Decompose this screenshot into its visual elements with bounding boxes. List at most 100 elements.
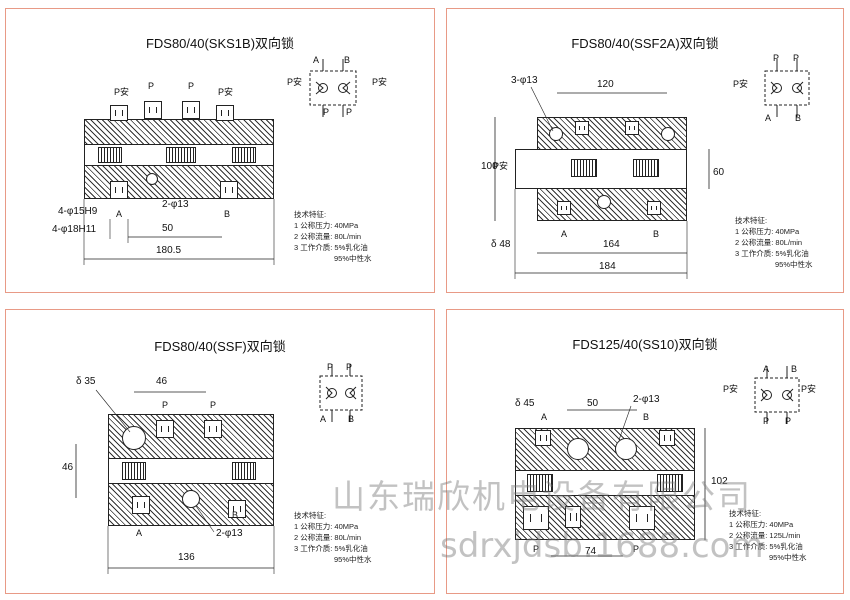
dimension-lines	[83, 199, 275, 265]
symbol-label-p-top-left: P	[773, 53, 780, 63]
panel-fds80-ssf: FDS80/40(SSF)双向锁 P P A B δ 35 46 P P 46 …	[5, 309, 435, 594]
spec-block: 技术特征: 1 公称压力: 40MPa 2 公称流量: 80L/min 3 工作…	[294, 209, 372, 264]
hydraulic-symbol	[309, 59, 357, 117]
label-b: B	[224, 209, 231, 219]
dim-pitch: 50	[587, 398, 599, 409]
symbol-label-p-an-left: P安	[723, 384, 739, 394]
spec-item: 1 公称压力: 40MPa	[729, 520, 794, 529]
symbol-label-a: A	[765, 113, 772, 123]
port-top-1	[575, 121, 589, 135]
dim-height: 102	[711, 476, 728, 487]
dim-mid-width: 164	[603, 239, 620, 250]
spec-item: 1 公称压力: 40MPa	[294, 221, 359, 230]
label-p-an-right: P安	[218, 87, 234, 97]
port-bottom-a	[557, 201, 571, 215]
dimension-lines	[551, 405, 706, 557]
panel-fds80-ssf2a: FDS80/40(SSF2A)双向锁 P P P安 A B 3-φ13 120 …	[446, 8, 844, 293]
symbol-label-p-an-right: P安	[801, 384, 817, 394]
port-top-1	[535, 430, 551, 446]
label-a: A	[116, 209, 123, 219]
label-b: B	[643, 412, 650, 422]
label-p-1: P	[148, 81, 155, 91]
spring-right	[232, 147, 256, 163]
spec-item: 2 公称流量: 80L/min	[735, 238, 803, 247]
dim-bore: 2-φ13	[216, 528, 243, 539]
port-bottom-a	[110, 181, 128, 199]
symbol-label-b: B	[344, 55, 351, 65]
label-b: B	[232, 510, 239, 520]
port-top-2	[204, 420, 222, 438]
label-p-2: P	[210, 400, 217, 410]
label-p-2: P	[188, 81, 195, 91]
symbol-label-b: B	[348, 414, 355, 424]
dim-bore: 2-φ13	[162, 199, 189, 210]
panel-fds80-sks1b: FDS80/40(SKS1B)双向锁 A B P安 P安 P P P安 P P …	[5, 8, 435, 293]
symbol-label-p-right: P	[785, 416, 792, 426]
label-p-1: P	[162, 400, 169, 410]
spring-left	[98, 147, 122, 163]
spec-block: 技术特征: 1 公称压力: 40MPa 2 公称流量: 80L/min 3 工作…	[735, 215, 813, 270]
hydraulic-symbol	[319, 364, 363, 422]
mounting-hole	[597, 195, 611, 209]
spec-item: 3 工作介质: 5%乳化油	[294, 243, 368, 252]
dim-height-right: 60	[713, 167, 725, 178]
port-bottom-1	[523, 506, 549, 530]
spring-center	[166, 147, 196, 163]
hydraulic-symbol	[754, 366, 800, 424]
label-p-an: P安	[493, 161, 509, 171]
spec-item: 95%中性水	[769, 553, 807, 562]
panel-title: FDS80/40(SSF2A)双向锁	[571, 36, 719, 51]
label-p-left: P	[533, 544, 540, 554]
spec-item: 3 工作介质: 5%乳化油	[729, 542, 803, 551]
spec-item: 3 工作介质: 5%乳化油	[735, 249, 809, 258]
symbol-label-p-right: P	[346, 362, 353, 372]
mounting-hole	[661, 127, 675, 141]
symbol-label-p-an: P安	[733, 79, 749, 89]
symbol-label-p-left: P	[323, 107, 330, 117]
spec-item: 1 公称压力: 40MPa	[294, 522, 359, 531]
spring-left	[527, 474, 553, 492]
label-a: A	[561, 229, 568, 239]
dim-hole-a: 4-φ15H9	[58, 206, 98, 217]
dim-delta: δ 45	[515, 398, 535, 409]
spring-left	[122, 462, 146, 480]
symbol-label-p-top-right: P	[793, 53, 800, 63]
port-top-2	[144, 101, 162, 119]
dim-width: 136	[178, 552, 195, 563]
port-top-3	[182, 101, 200, 119]
spec-item: 2 公称流量: 125L/min	[729, 531, 801, 540]
dim-hole-b: 4-φ18H11	[52, 224, 97, 235]
symbol-label-a: A	[313, 55, 320, 65]
port-top-2	[659, 430, 675, 446]
label-b: B	[653, 229, 660, 239]
port-top-1	[110, 105, 128, 121]
symbol-label-p-right: P	[346, 107, 353, 117]
spec-item: 95%中性水	[775, 260, 813, 269]
symbol-label-p-an-left: P安	[287, 77, 303, 87]
dimension-lines	[494, 86, 710, 279]
panel-title: FDS80/40(SSF)双向锁	[154, 339, 286, 354]
dim-bore: 2-φ13	[633, 394, 660, 405]
dim-width: 74	[585, 546, 597, 557]
dimension-lines	[75, 389, 275, 574]
port-top-2	[625, 121, 639, 135]
label-p-right: P	[633, 544, 640, 554]
spring-right	[232, 462, 256, 480]
label-p-an-left: P安	[114, 87, 130, 97]
symbol-label-a: A	[320, 414, 327, 424]
spec-heading: 技术特征:	[735, 216, 768, 225]
symbol-label-a: A	[763, 364, 770, 374]
spring-right	[657, 474, 683, 492]
dim-width: 180.5	[156, 245, 182, 256]
symbol-label-b: B	[795, 113, 802, 123]
port-top-4	[216, 105, 234, 121]
dim-top-width: 120	[597, 79, 614, 90]
panel-title: FDS125/40(SS10)双向锁	[572, 337, 718, 352]
spec-item: 95%中性水	[334, 555, 372, 564]
dim-pitch: 46	[156, 376, 168, 387]
dim-height: 46	[62, 462, 74, 473]
spec-item: 2 公称流量: 80L/min	[294, 232, 362, 241]
port-bottom-a	[132, 496, 150, 514]
symbol-label-p-left: P	[763, 416, 770, 426]
